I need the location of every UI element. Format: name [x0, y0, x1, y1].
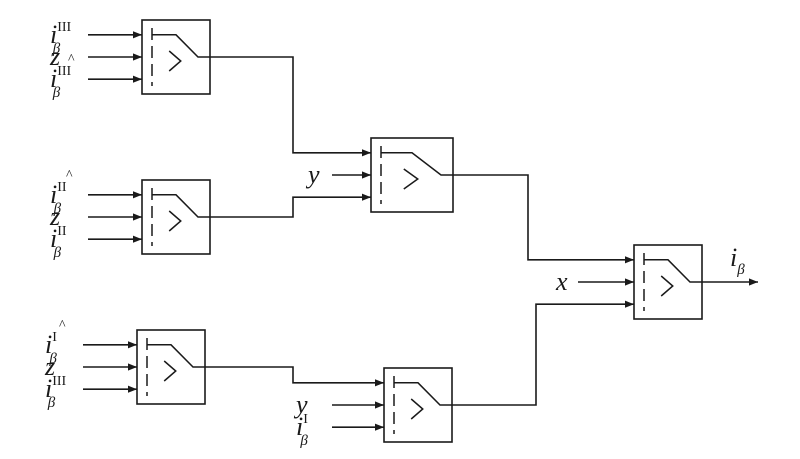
switch-block-sw5 [383, 367, 453, 443]
output-label: iβ [730, 243, 745, 278]
input-label-sw5-1: y [293, 390, 308, 419]
hat-accent: ^ [68, 52, 75, 67]
switch-block-sw3 [136, 329, 206, 405]
hat-accent: ^ [66, 168, 73, 183]
input-label-sw4-1: y [305, 160, 320, 189]
switch-block-sw2 [141, 179, 211, 255]
input-label-sw1-1: z [49, 42, 60, 71]
switch-block-sw6 [633, 244, 703, 320]
connection-wire [210, 56, 371, 157]
switch-symbol-icon [151, 28, 210, 86]
switch-symbol-icon [146, 338, 205, 396]
switch-symbol-icon [151, 188, 210, 246]
switch-block-sw1 [141, 19, 211, 95]
connection-wire [210, 193, 371, 218]
connection-wire [453, 174, 634, 264]
connection-wire [205, 366, 384, 387]
input-label-sw6-1: x [555, 267, 568, 296]
switch-symbol-icon [380, 146, 453, 204]
switch-block-sw4 [370, 137, 454, 213]
connection-wire [452, 300, 634, 406]
connection-wires [83, 31, 758, 431]
switch-symbol-icon [393, 376, 452, 434]
switch-blocks [136, 19, 703, 443]
input-label-sw2-1: z [49, 202, 60, 231]
switch-symbol-icon [643, 253, 702, 311]
hat-accent: ^ [59, 318, 66, 333]
input-label-sw3-1: z [44, 352, 55, 381]
